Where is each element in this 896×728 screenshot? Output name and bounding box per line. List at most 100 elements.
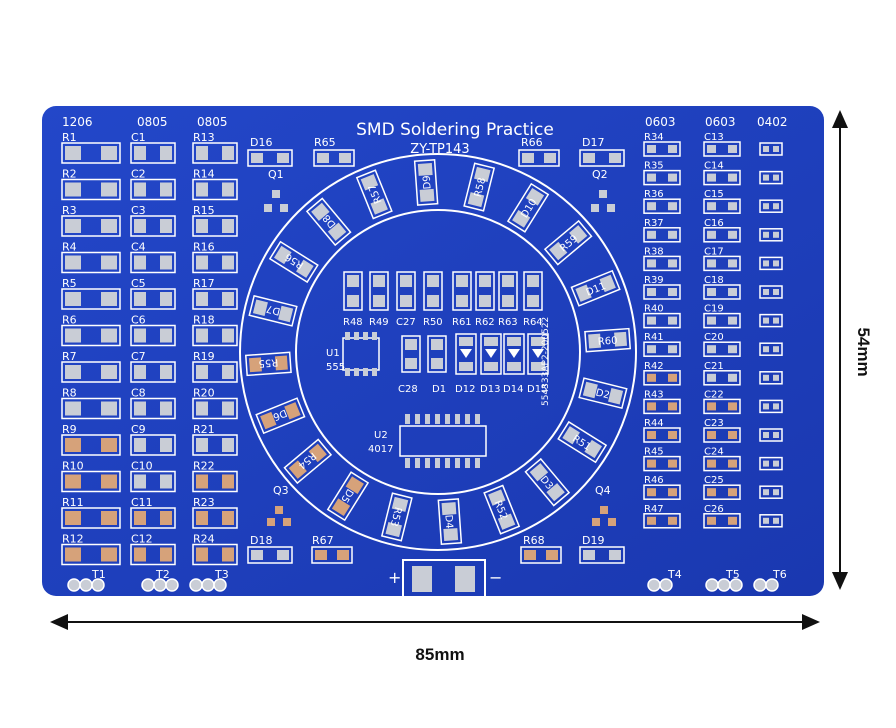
col6-part-pad [763, 289, 769, 295]
col6-part-pad [773, 289, 779, 295]
u2-pin [465, 458, 470, 468]
ring-pad [546, 483, 565, 502]
diode-label: D13 [480, 384, 500, 395]
transistor-pad [264, 204, 272, 212]
col6-part-outline [759, 456, 783, 471]
ring-outline [380, 492, 413, 542]
col6-part-outline [759, 342, 783, 356]
center-pad [479, 295, 491, 307]
ring-pad [419, 188, 435, 202]
col6-part-pad [763, 260, 769, 267]
col5-part-pad [707, 288, 716, 296]
diode-symbol [485, 349, 497, 358]
col1-part-pad [101, 401, 117, 416]
test-point-label: T4 [667, 568, 682, 581]
col2-part-label: C1 [131, 131, 146, 144]
col1-part-label: R11 [62, 496, 84, 509]
col6-part-pad [773, 374, 779, 381]
col6-part-pad [773, 203, 779, 210]
col1-part-label: R7 [62, 350, 77, 363]
col5-label: C21 [704, 361, 724, 372]
col4-part-pad [647, 316, 656, 325]
u1-pin [372, 368, 377, 376]
ring-pad [467, 192, 485, 208]
col1-part-pad [101, 219, 117, 233]
ring-pad [252, 299, 268, 316]
col3-part-pad [196, 438, 208, 452]
col1-part-pad [65, 474, 81, 489]
center-label: R50 [423, 317, 443, 328]
u2-pin [405, 458, 410, 468]
ring-component: R58 [463, 162, 496, 212]
col3-part-outline [192, 142, 238, 164]
col4-part-pad [668, 345, 677, 354]
ring-label: D9 [422, 175, 434, 190]
ring-pad [274, 245, 292, 265]
col4-part-outline [643, 255, 681, 272]
col1-part-label: R6 [62, 314, 77, 327]
diode-pad [531, 337, 545, 346]
col1-part-pad [65, 219, 81, 233]
center-pad [347, 275, 359, 287]
col4-part-pad [647, 516, 656, 525]
col2-part-pad [160, 365, 172, 379]
col1-part-outline [61, 361, 121, 383]
col4-part-pad [647, 488, 656, 497]
ring-pad [391, 496, 409, 512]
size-label: 0603 [645, 115, 676, 129]
d16-footprint-pad [277, 153, 289, 163]
center-outline [369, 271, 389, 311]
ring-pad [327, 222, 347, 241]
col3-part-label: R14 [193, 168, 215, 181]
col1-part-pad [101, 255, 117, 270]
col4-part-pad [647, 345, 656, 354]
u2-outline [399, 425, 487, 457]
col3-part-pad [222, 328, 234, 343]
center-outline [423, 271, 443, 311]
col5-part-pad [728, 373, 737, 382]
col3-part-outline [192, 543, 238, 566]
col4-part-outline [643, 398, 681, 415]
col6-part-pad [773, 489, 779, 496]
center-label: R61 [452, 317, 472, 328]
r68-footprint-pad [524, 550, 536, 560]
col2-part-outline [130, 142, 176, 164]
col3-part-pad [222, 146, 234, 160]
col2-part-pad [134, 182, 146, 197]
col4-part-outline [643, 484, 681, 500]
col4-label: R37 [644, 218, 664, 229]
ring-pad [345, 476, 364, 494]
col5-part-pad [707, 431, 716, 439]
col3-part-pad [196, 365, 208, 379]
col3-part-pad [222, 219, 234, 233]
col1-part-outline [61, 470, 121, 493]
test-point-hole [153, 578, 167, 592]
board-serial: 554333AP2-200522 [541, 317, 551, 406]
diode-pad [507, 362, 521, 371]
col2-part-label: C3 [131, 204, 146, 217]
col5-part-outline [703, 227, 741, 243]
test-point-hole [67, 578, 81, 592]
test-point-hole [201, 578, 215, 592]
ring-outline [413, 158, 439, 206]
col5-label: C14 [704, 161, 724, 172]
ring-outline [557, 420, 608, 464]
height-label: 54mm [854, 327, 873, 376]
col5-part-pad [707, 345, 716, 354]
center-outline [452, 271, 472, 311]
col2-part-pad [160, 292, 172, 306]
col5-part-pad [728, 402, 737, 411]
u2-pin [465, 414, 470, 424]
col4-part-pad [647, 145, 656, 153]
test-point-hole [765, 578, 779, 592]
col5-label: C18 [704, 275, 724, 286]
col5-label: C16 [704, 218, 724, 229]
ring-pad [584, 439, 602, 459]
col2-part-label: C5 [131, 277, 146, 290]
col6-part-pad [773, 517, 779, 524]
col3-part-pad [196, 255, 208, 270]
diode-pad [507, 337, 521, 346]
center-pad [400, 275, 412, 287]
col2-part-pad [134, 328, 146, 343]
d19-footprint-pad [583, 550, 595, 560]
